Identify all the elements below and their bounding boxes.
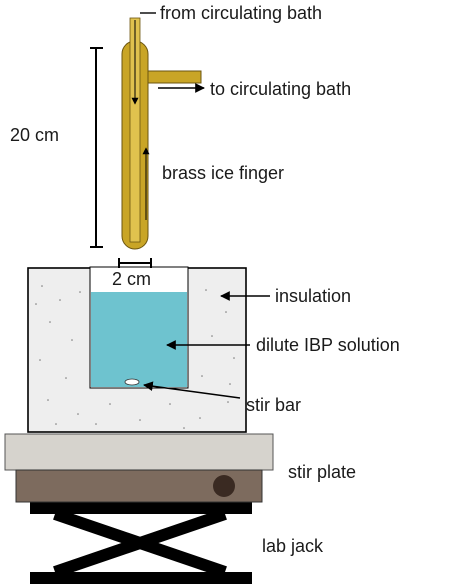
stir-plate-knob	[213, 475, 235, 497]
label-dilute-ibp-solution: dilute IBP solution	[256, 335, 400, 355]
label-brass-ice-finger: brass ice finger	[162, 163, 284, 183]
lab-jack-scissor-right	[53, 508, 227, 578]
finger-side-arm	[145, 70, 202, 84]
insulation-box	[27, 266, 247, 433]
label-2-cm: 2 cm	[112, 269, 151, 289]
length-scale-bar	[90, 47, 103, 248]
solution-liquid	[91, 292, 187, 387]
lab-jack	[30, 502, 252, 584]
label-stir-plate: stir plate	[288, 462, 356, 482]
label-to-circulating-bath: to circulating bath	[210, 79, 351, 99]
stir-plate-top	[4, 433, 274, 471]
label-from-circulating-bath: from circulating bath	[160, 3, 322, 23]
label-insulation: insulation	[275, 286, 351, 306]
lab-jack-base-bar	[30, 572, 252, 584]
lab-jack-top-bar	[30, 502, 252, 514]
label-stir-bar: stir bar	[246, 395, 301, 415]
brass-ice-finger	[121, 17, 202, 250]
finger-inner-tube	[129, 17, 141, 243]
stir-bar-shape	[124, 378, 140, 386]
label-lab-jack: lab jack	[262, 536, 324, 556]
width-scale-bar	[118, 258, 152, 268]
stir-bar-arrow	[143, 381, 241, 399]
stir-plate	[4, 433, 274, 503]
label-20-cm: 20 cm	[10, 125, 59, 145]
insulation-speckles	[35, 285, 235, 429]
